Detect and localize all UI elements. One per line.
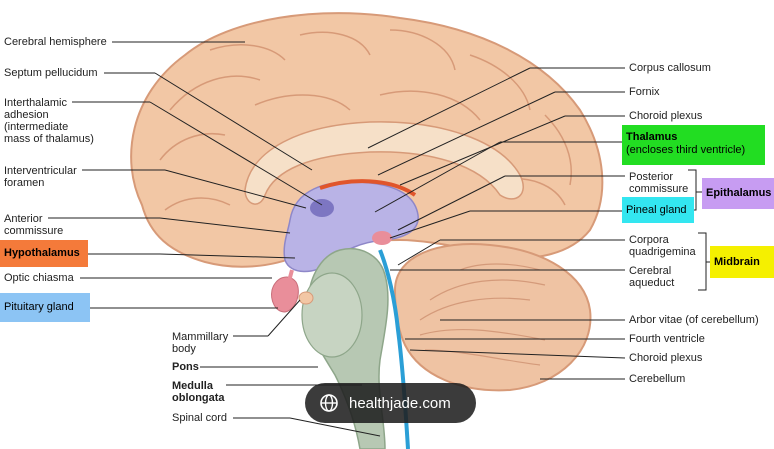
label-cerebellum: Cerebellum	[629, 373, 686, 385]
arbor-vitae-shape	[419, 263, 546, 366]
watermark-text: healthjade.com	[349, 394, 451, 412]
leader-lines	[48, 41, 626, 437]
midbrain-box: Midbrain	[710, 246, 774, 278]
label-corpora-quadrigemina: Corpora quadrigemina	[629, 234, 696, 258]
corpus-callosum-shape	[244, 121, 524, 205]
label-corpus-callosum: Corpus callosum	[629, 62, 711, 74]
label-septum-pellucidum: Septum pellucidum	[4, 67, 98, 79]
label-thalamus-sub: (encloses third ventricle)	[626, 144, 746, 156]
label-medulla-oblongata: Medulla oblongata	[172, 380, 225, 404]
gyri-lines	[159, 29, 572, 211]
infundibulum-shape	[286, 269, 294, 286]
globe-icon	[320, 394, 338, 412]
label-thalamus: Thalamus	[626, 131, 678, 143]
interthalamic-adhesion-shape	[310, 199, 334, 217]
pons-shape	[301, 272, 363, 358]
label-choroid-plexus-bottom: Choroid plexus	[629, 352, 703, 364]
hypothalamus-box: Hypothalamus	[0, 240, 88, 267]
label-cerebral-hemisphere: Cerebral hemisphere	[4, 36, 107, 48]
pituitary-box: Pituitary gland	[0, 293, 90, 322]
pituitary-shape	[271, 276, 299, 313]
thalamus-box: Thalamus (encloses third ventricle)	[622, 125, 765, 165]
watermark-pill[interactable]: healthjade.com	[305, 383, 476, 423]
cerebellum-shape	[393, 243, 592, 392]
label-pituitary-gland: Pituitary gland	[4, 301, 74, 313]
label-interthalamic-adhesion: Interthalamic adhesion (intermediate mas…	[4, 97, 94, 145]
label-midbrain: Midbrain	[714, 256, 760, 268]
label-choroid-plexus-top: Choroid plexus	[629, 110, 703, 122]
choroid-plexus-shape	[319, 179, 417, 197]
label-interventricular-foramen: Interventricular foramen	[4, 165, 77, 189]
label-posterior-commissure: Posterior commissure	[629, 171, 689, 195]
label-optic-chiasma: Optic chiasma	[4, 272, 74, 284]
label-pineal-gland: Pineal gland	[626, 204, 687, 216]
label-mammillary-body: Mammillary body	[172, 331, 229, 355]
label-fornix: Fornix	[629, 86, 660, 98]
label-cerebral-aqueduct: Cerebral aqueduct	[629, 265, 675, 289]
label-arbor-vitae: Arbor vitae (of cerebellum)	[629, 314, 759, 326]
label-pons: Pons	[172, 361, 199, 373]
label-epithalamus: Epithalamus	[706, 187, 772, 199]
label-hypothalamus: Hypothalamus	[4, 247, 80, 259]
pineal-gland-box: Pineal gland	[622, 197, 694, 223]
pineal-shape	[372, 231, 392, 245]
midbrain-bracket	[698, 232, 710, 291]
mammillary-shape	[298, 291, 314, 305]
epithalamus-box: Epithalamus	[702, 178, 774, 209]
label-anterior-commissure: Anterior commissure	[4, 213, 64, 237]
label-fourth-ventricle: Fourth ventricle	[629, 333, 705, 345]
label-spinal-cord: Spinal cord	[172, 412, 228, 424]
